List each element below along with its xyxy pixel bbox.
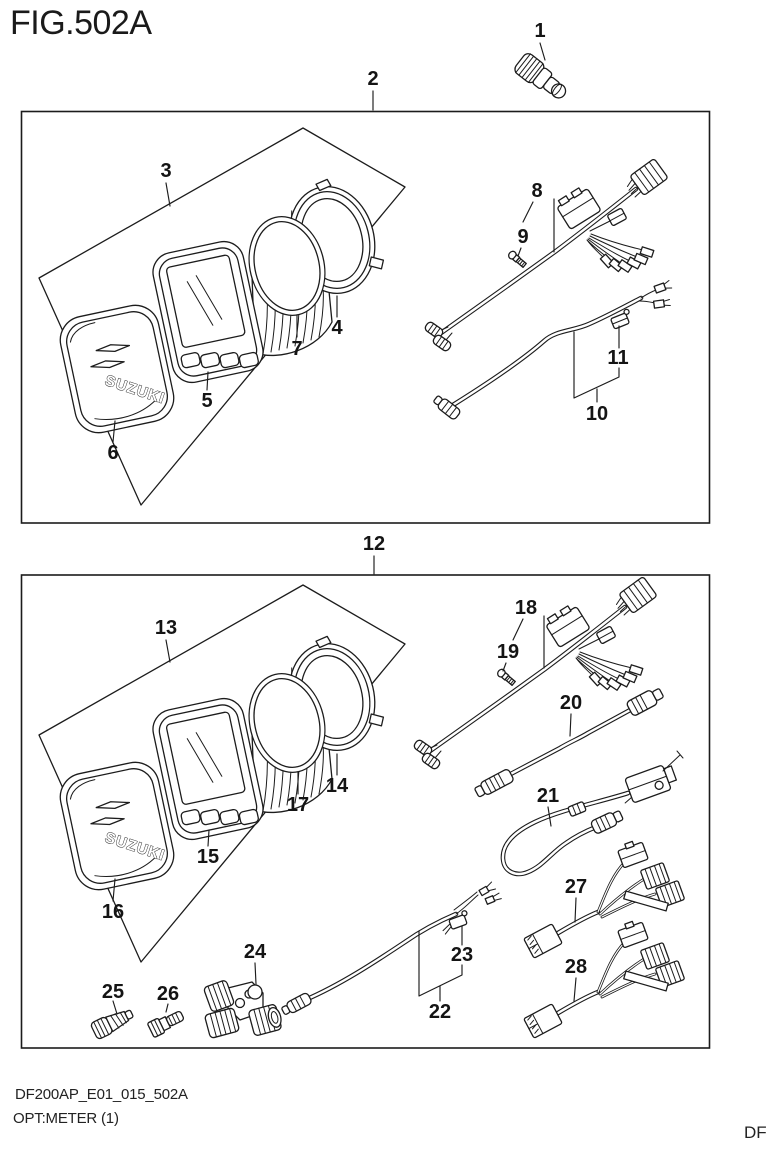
suzuki-s-mark (90, 344, 131, 369)
part-6-cover: SUZUKI (59, 304, 175, 434)
part-callout-13: 13 (154, 617, 178, 639)
figure-title: FIG.502A (10, 4, 152, 42)
meter-assembly-2 (38, 584, 406, 963)
footer-drawing-code: DF200AP_E01_015_502A (15, 1086, 188, 1103)
part-callout-27: 27 (564, 876, 588, 898)
part-callout-24: 24 (243, 941, 267, 963)
part-10-harness (433, 279, 673, 420)
part-callout-5: 5 (201, 390, 213, 412)
iso-frame (38, 127, 406, 506)
part-20-cable (474, 688, 664, 798)
part-callout-4: 4 (331, 317, 343, 339)
part-1-plug (514, 53, 567, 99)
part-21-lead-wire (500, 750, 684, 877)
part-callout-18: 18 (514, 597, 538, 619)
part-callout-19: 19 (496, 641, 520, 663)
part-7-oring (248, 216, 326, 316)
part-callout-17: 17 (286, 794, 310, 816)
part-callout-28: 28 (564, 956, 588, 978)
part-11-clamp (610, 308, 630, 330)
corner-watermark: DF (744, 1123, 767, 1142)
part-callout-1: 1 (534, 20, 546, 42)
part-callout-23: 23 (450, 944, 474, 966)
part-24-joint (203, 980, 282, 1039)
leader-lines (112, 42, 620, 1015)
part-callout-14: 14 (325, 775, 349, 797)
part-callout-8: 8 (531, 180, 543, 202)
part-26-screw (147, 1010, 185, 1038)
part-9-screw (508, 250, 527, 268)
part-22-harness (281, 881, 502, 1015)
part-callout-25: 25 (101, 981, 125, 1003)
part-callout-12: 12 (362, 533, 386, 555)
part-callout-15: 15 (196, 846, 220, 868)
part-5-meter (152, 240, 264, 384)
part-8-harness (424, 159, 668, 352)
part-callout-10: 10 (585, 403, 609, 425)
part-23-clamp (442, 910, 468, 935)
footer-caption: OPT:METER (1) (13, 1110, 119, 1127)
meter-assembly: SUZUKI (38, 127, 406, 506)
part-callout-20: 20 (559, 692, 583, 714)
part-25-plug (90, 1009, 134, 1040)
part-callout-11: 11 (607, 347, 629, 369)
part-callout-2: 2 (367, 68, 379, 90)
part-callout-26: 26 (156, 983, 180, 1005)
part-callout-21: 21 (536, 785, 560, 807)
group-box-12 (20, 574, 711, 1049)
part-callout-22: 22 (428, 1001, 452, 1023)
harness-lead-fan (586, 233, 655, 273)
part-callout-6: 6 (107, 442, 119, 464)
part-callout-7: 7 (291, 338, 303, 360)
group-box-2 (20, 110, 711, 524)
part-27-harness (523, 840, 685, 959)
part-callout-16: 16 (101, 901, 125, 923)
part-callout-9: 9 (517, 226, 529, 248)
part-callout-3: 3 (160, 160, 172, 182)
